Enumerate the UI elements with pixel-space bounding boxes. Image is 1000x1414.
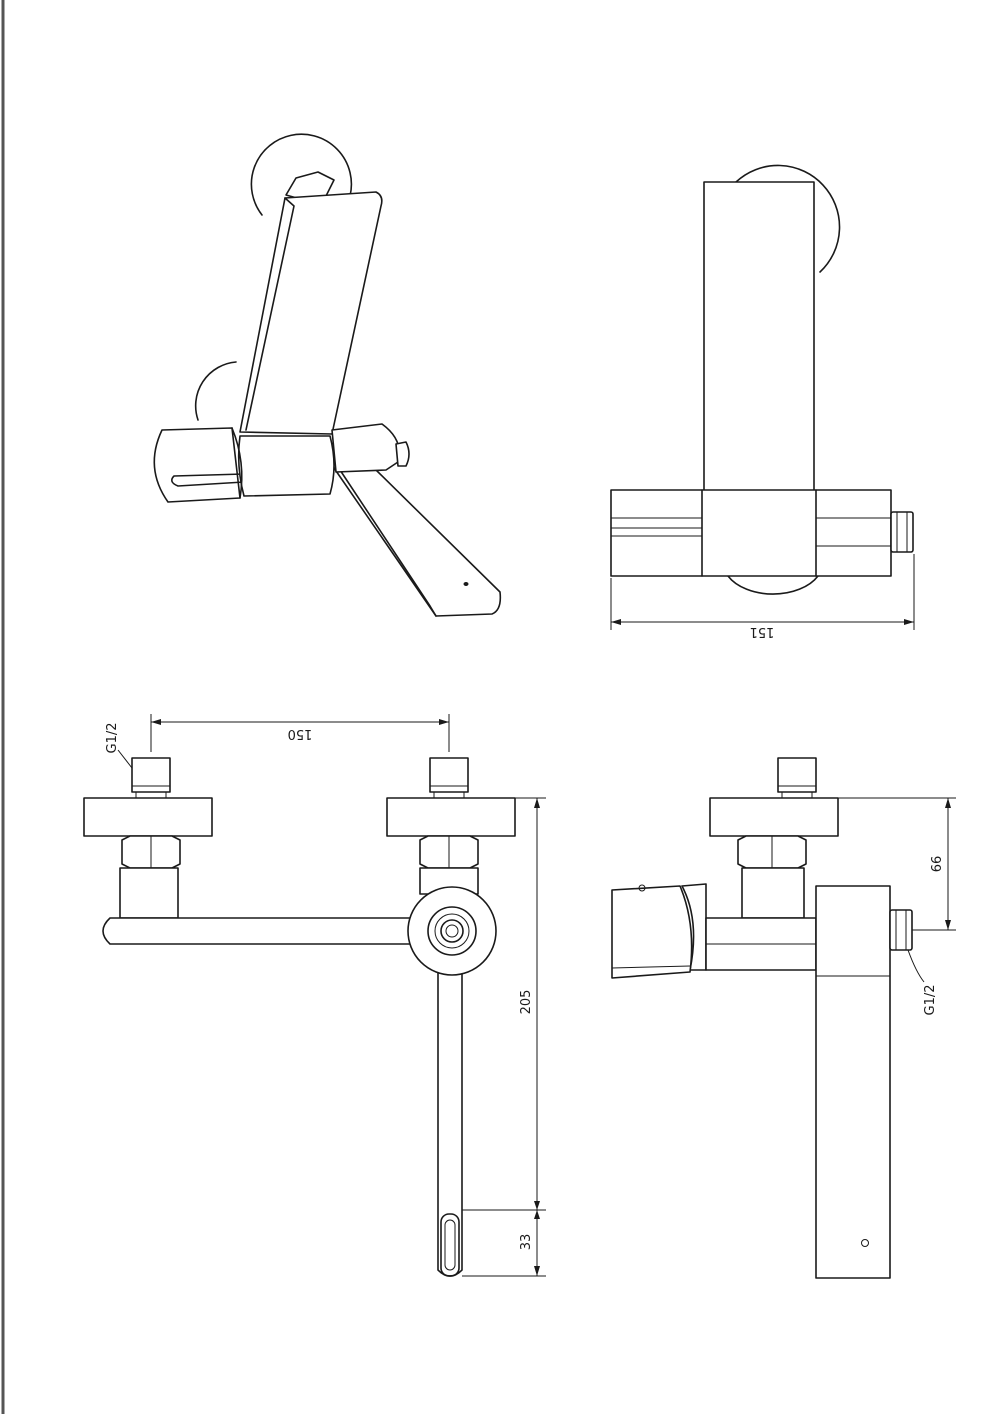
dim-33-arrows — [534, 1201, 540, 1219]
front-spout-outlet-inner — [444, 1219, 456, 1271]
iso-handle-edge — [245, 197, 295, 431]
rside-nipple-collar — [781, 791, 813, 799]
dim-150-text: 150 — [288, 726, 313, 741]
rside-handle-dot — [638, 884, 646, 892]
rside-rosette — [709, 797, 839, 837]
rside-thread-label: G1/2 — [923, 985, 938, 1016]
iso-spout — [333, 467, 502, 617]
front-valve-disc — [407, 886, 497, 976]
iso-handle-slot — [170, 473, 245, 487]
right-side-view: 66 G1/2 — [611, 757, 956, 1279]
iso-rosette-bottom — [194, 361, 237, 421]
rside-side-nipple — [889, 909, 913, 951]
dim-205-text: 205 — [519, 990, 534, 1015]
iso-left-cylinder — [153, 427, 241, 503]
front-cartridge-core — [445, 924, 459, 938]
dim-66-text: 66 — [930, 856, 945, 873]
rside-nipple — [777, 757, 817, 793]
iso-spout-edge — [339, 469, 437, 617]
front-body-bar — [102, 917, 421, 945]
iso-body-band — [237, 435, 335, 497]
front-left-nipple — [131, 757, 171, 793]
rside-outlet-dot — [861, 1239, 869, 1247]
front-view: 150 G1/2 205 33 — [83, 714, 546, 1277]
side-nipple — [890, 511, 914, 553]
side-rosette-bottom — [727, 575, 819, 595]
front-thread-leader — [117, 749, 133, 769]
rside-handle-line — [611, 965, 691, 969]
side-body — [610, 489, 892, 577]
iso-right-nipple — [395, 441, 410, 467]
dim-33-text: 33 — [519, 1234, 534, 1251]
side-view: 151 — [610, 164, 915, 639]
front-cartridge-ring — [427, 906, 477, 956]
dim-151-text: 151 — [750, 624, 775, 639]
front-left-rosette — [83, 797, 213, 837]
iso-right-cylinder — [331, 423, 401, 473]
iso-band-ring — [231, 427, 243, 499]
rside-handle-block — [611, 885, 693, 979]
front-cartridge-ring — [440, 919, 464, 943]
rside-thread-leader — [907, 949, 925, 983]
side-handle-plate — [703, 181, 815, 493]
side-rosette-top — [735, 164, 841, 273]
rside-eccentric — [741, 867, 805, 919]
front-left-eccentric — [119, 867, 179, 919]
iso-rosette-top — [250, 133, 353, 216]
front-right-nipple-collar — [433, 791, 465, 799]
front-right-rosette — [386, 797, 516, 837]
rside-lever-cap — [681, 883, 707, 971]
front-left-nipple-collar — [135, 791, 167, 799]
front-cartridge-ring — [434, 913, 470, 949]
isometric-view — [153, 133, 502, 617]
front-spout-outlet — [440, 1213, 460, 1277]
front-thread-label: G1/2 — [105, 723, 120, 754]
iso-spout-outlet — [463, 582, 469, 586]
front-right-nipple — [429, 757, 469, 793]
iso-handle-plate — [239, 191, 383, 435]
rside-spout-plate — [815, 885, 891, 1279]
